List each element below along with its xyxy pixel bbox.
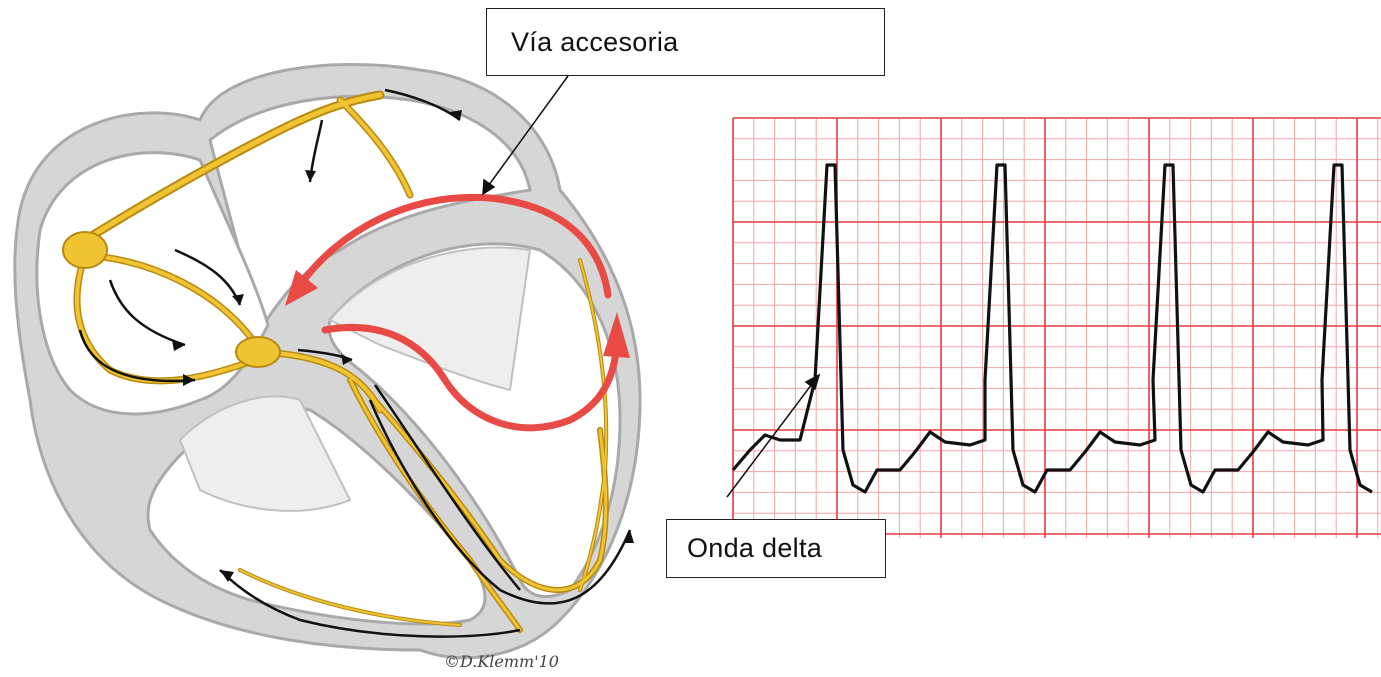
ecg-strip — [733, 118, 1381, 538]
delta-wave-label: Onda delta — [666, 519, 886, 578]
copyright-signature: ©D.Klemm'10 — [444, 652, 559, 671]
sinoatrial-node — [63, 232, 107, 268]
ecg-paper — [733, 118, 1381, 538]
accessory-pathway-label: Vía accesoria — [486, 8, 885, 76]
atrioventricular-node — [236, 337, 280, 367]
heart-illustration — [15, 64, 640, 657]
